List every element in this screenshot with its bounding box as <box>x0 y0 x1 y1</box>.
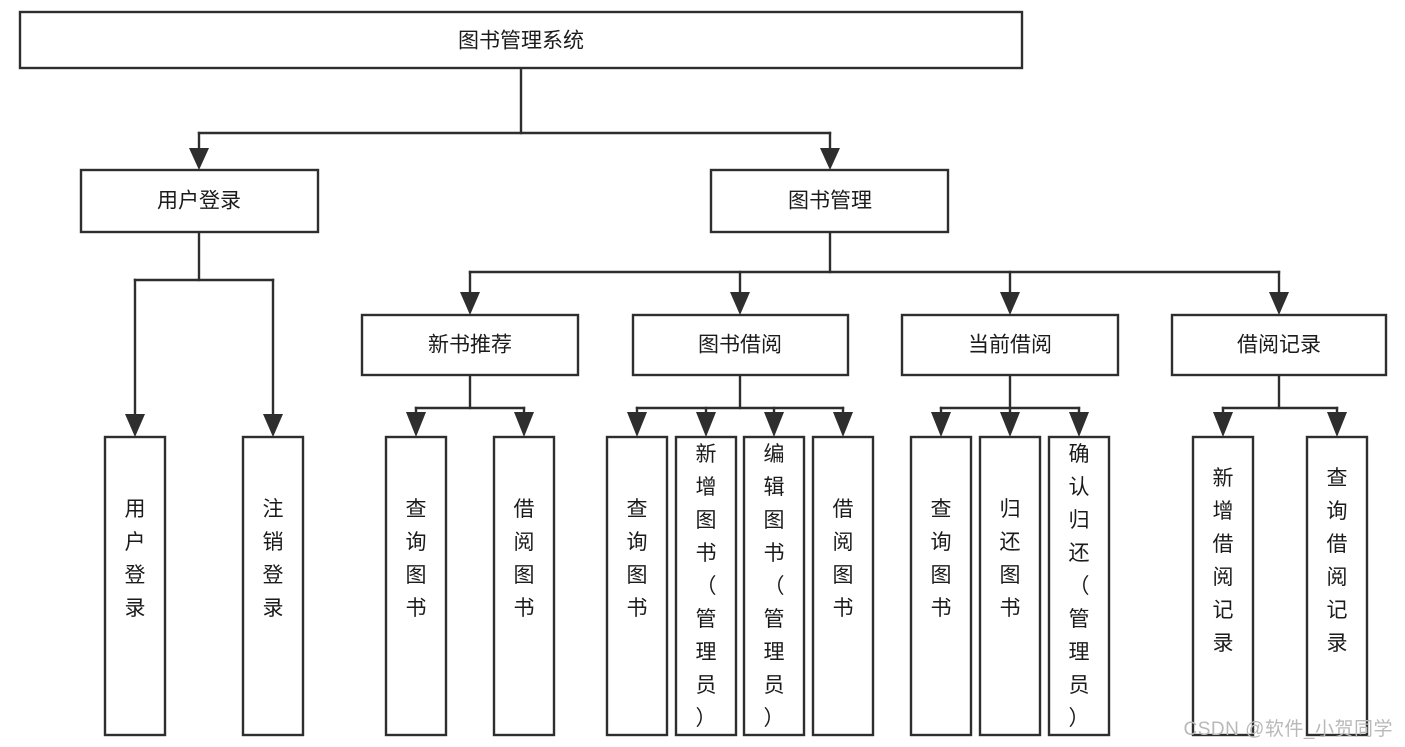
node-book-management-label: 图书管理 <box>788 190 872 213</box>
node-current-borrow-box[interactable] <box>900 313 1120 377</box>
arrow-leaf-query-book-3 <box>931 412 951 437</box>
node-book-borrow-label: 图书借阅 <box>698 334 782 357</box>
node-new-book-recommend-label: 新书推荐 <box>428 334 512 357</box>
leaf-query-book-2-label: 查询图书 <box>627 498 648 620</box>
arrow-root-to-user-login <box>189 148 209 170</box>
leaf-return-book-box[interactable] <box>978 435 1042 737</box>
node-new-book-recommend-box[interactable] <box>360 313 580 377</box>
leaf-edit-book[interactable]: 编辑图书（管理员） <box>742 435 806 737</box>
arrow-leaf-query-record <box>1327 412 1347 437</box>
leaf-user-login[interactable]: 用户登录 <box>103 435 167 737</box>
arrow-root-to-book-management <box>820 148 840 170</box>
node-current-borrow-label: 当前借阅 <box>968 334 1052 357</box>
leaf-query-record-label: 查询借阅记录 <box>1327 467 1348 655</box>
leaf-borrow-book-2-label: 借阅图书 <box>833 498 854 620</box>
node-root-label: 图书管理系统 <box>458 30 584 53</box>
node-root[interactable]: 图书管理系统 <box>18 10 1024 70</box>
leaf-add-record[interactable]: 新增借阅记录 <box>1191 435 1255 737</box>
leaf-return-book-label: 归还图书 <box>1000 498 1021 620</box>
leaf-borrow-book-2[interactable]: 借阅图书 <box>811 435 875 737</box>
node-book-management-box[interactable] <box>709 168 950 234</box>
leaf-add-record-box[interactable] <box>1191 435 1255 737</box>
node-root-box[interactable] <box>18 10 1024 70</box>
arrow-leaf-user-login <box>125 414 145 437</box>
leaf-add-book-box[interactable] <box>674 435 738 737</box>
node-book-borrow-box[interactable] <box>631 313 850 377</box>
node-user-login-box[interactable] <box>79 168 320 234</box>
connector-layer <box>125 66 1347 437</box>
node-new-book-recommend[interactable]: 新书推荐 <box>360 313 580 377</box>
node-book-management[interactable]: 图书管理 <box>709 168 950 234</box>
arrow-leaf-query-book-2 <box>627 412 647 437</box>
arrow-leaf-return-book <box>1000 412 1020 437</box>
node-book-borrow[interactable]: 图书借阅 <box>631 313 850 377</box>
leaf-query-book-3-label: 查询图书 <box>931 498 952 620</box>
leaf-user-login-label: 用户登录 <box>125 498 146 620</box>
leaf-confirm-return[interactable]: 确认归还（管理员） <box>1047 435 1111 737</box>
leaf-logout-login-label: 注销登录 <box>263 498 284 620</box>
arrow-leaf-query-book-1 <box>406 412 426 437</box>
leaf-query-book-2[interactable]: 查询图书 <box>605 435 669 737</box>
arrow-bm-to-current-borrow <box>1000 292 1020 315</box>
leaf-add-record-label: 新增借阅记录 <box>1213 467 1234 655</box>
leaf-query-book-3-box[interactable] <box>909 435 973 737</box>
leaf-query-book-1[interactable]: 查询图书 <box>384 435 448 737</box>
arrow-leaf-borrow-book-2 <box>833 412 853 437</box>
arrow-leaf-confirm-return <box>1069 412 1089 437</box>
arrow-leaf-add-record <box>1213 412 1233 437</box>
arrow-leaf-edit-book <box>764 412 784 437</box>
leaf-confirm-return-label: 确认归还（管理员） <box>1069 443 1090 730</box>
leaf-logout-login-box[interactable] <box>241 435 305 737</box>
leaf-query-record[interactable]: 查询借阅记录 <box>1305 435 1369 737</box>
node-borrow-record-label: 借阅记录 <box>1237 334 1321 357</box>
node-user-login[interactable]: 用户登录 <box>79 168 320 234</box>
csdn-watermark: CSDN @软件_小贺同学 <box>1183 719 1393 740</box>
leaf-query-book-3[interactable]: 查询图书 <box>909 435 973 737</box>
leaf-add-book-label: 新增图书（管理员） <box>696 443 717 730</box>
leaf-edit-book-box[interactable] <box>742 435 806 737</box>
leaf-borrow-book-2-box[interactable] <box>811 435 875 737</box>
node-user-login-label: 用户登录 <box>157 190 241 213</box>
leaf-edit-book-label: 编辑图书（管理员） <box>764 443 785 730</box>
node-borrow-record[interactable]: 借阅记录 <box>1170 313 1388 377</box>
arrow-leaf-borrow-book-1 <box>514 412 534 437</box>
arrow-leaf-add-book <box>696 412 716 437</box>
node-borrow-record-box[interactable] <box>1170 313 1388 377</box>
leaf-logout-login[interactable]: 注销登录 <box>241 435 305 737</box>
node-current-borrow[interactable]: 当前借阅 <box>900 313 1120 377</box>
leaf-add-book[interactable]: 新增图书（管理员） <box>674 435 738 737</box>
leaf-user-login-box[interactable] <box>103 435 167 737</box>
leaf-return-book[interactable]: 归还图书 <box>978 435 1042 737</box>
leaf-query-record-box[interactable] <box>1305 435 1369 737</box>
leaf-query-book-1-box[interactable] <box>384 435 448 737</box>
leaf-query-book-2-box[interactable] <box>605 435 669 737</box>
leaf-borrow-book-1-box[interactable] <box>492 435 556 737</box>
arrow-bm-to-new-book <box>460 292 480 315</box>
arrow-bm-to-borrow-record <box>1269 292 1289 315</box>
leaf-confirm-return-box[interactable] <box>1047 435 1111 737</box>
leaf-borrow-book-1[interactable]: 借阅图书 <box>492 435 556 737</box>
arrow-leaf-logout-login <box>263 414 283 437</box>
leaf-borrow-book-1-label: 借阅图书 <box>514 498 535 620</box>
leaf-query-book-1-label: 查询图书 <box>406 498 427 620</box>
arrow-bm-to-book-borrow <box>730 292 750 315</box>
